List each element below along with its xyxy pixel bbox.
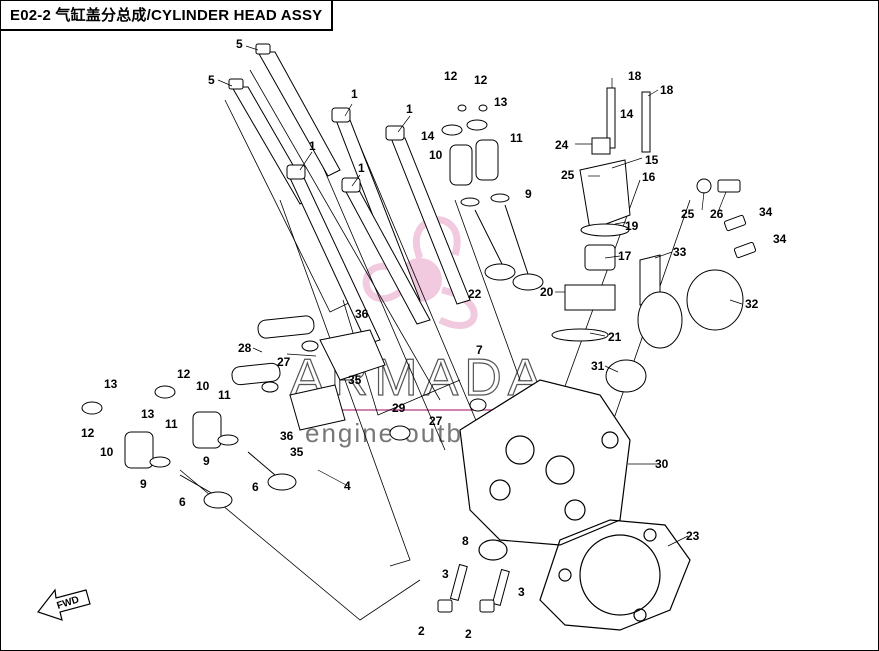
callout-13-c: 13 (141, 407, 155, 421)
callout-13-b: 13 (104, 377, 118, 391)
callout-5-a: 5 (236, 37, 243, 51)
callout-19: 19 (625, 219, 639, 233)
callout-15: 15 (645, 153, 659, 167)
long-bolts (228, 43, 341, 205)
callout-26: 26 (710, 207, 724, 221)
callout-34-a: 34 (759, 205, 773, 219)
callout-30: 30 (655, 457, 669, 471)
callout-10-a: 10 (429, 148, 443, 162)
callout-11-b: 11 (218, 388, 231, 402)
callout-31: 31 (591, 359, 605, 373)
callout-23: 23 (686, 529, 700, 543)
callout-35-a: 35 (348, 373, 362, 387)
callout-1-a: 1 (351, 87, 358, 101)
head-bolts (286, 107, 471, 345)
callout-2-b: 2 (465, 627, 472, 641)
callout-17: 17 (618, 249, 632, 263)
intake-manifold (605, 214, 757, 393)
valve-spring-set-left (81, 385, 297, 509)
callout-12-c: 12 (177, 367, 191, 381)
callout-numbers: 1 1 1 1 2 2 3 3 4 5 5 6 6 7 8 9 9 9 10 1… (81, 37, 787, 641)
callout-27-b: 27 (429, 414, 443, 428)
head-gasket (478, 519, 691, 631)
callout-9-a: 9 (525, 187, 532, 201)
callout-27-a: 27 (277, 355, 291, 369)
callout-5-b: 5 (208, 73, 215, 87)
exhaust-studs (437, 563, 510, 613)
callout-13-a: 13 (494, 95, 508, 109)
callout-14: 14 (620, 107, 634, 121)
callout-1-b: 1 (406, 102, 413, 116)
callout-4: 4 (344, 479, 351, 493)
callout-36-a: 36 (355, 307, 369, 321)
valve-spring-set-top (441, 104, 544, 291)
callout-24: 24 (555, 138, 569, 152)
callout-20: 20 (540, 285, 554, 299)
callout-9-b: 9 (203, 454, 210, 468)
callout-9-c: 9 (140, 477, 147, 491)
callout-32: 32 (745, 297, 759, 311)
callout-35-b: 35 (290, 445, 304, 459)
callout-3-a: 3 (442, 567, 449, 581)
thermostat-housing (551, 87, 741, 342)
callout-16: 16 (642, 170, 656, 184)
callout-18-a: 18 (628, 69, 642, 83)
callout-22: 22 (468, 287, 482, 301)
callout-7: 7 (476, 343, 483, 357)
callout-10-b: 10 (196, 379, 210, 393)
callout-3-b: 3 (518, 585, 525, 599)
callout-11-a: 11 (510, 131, 523, 145)
callout-25-b: 25 (681, 207, 695, 221)
callout-25-a: 25 (561, 168, 575, 182)
callout-18-b: 18 (660, 83, 674, 97)
callout-36-b: 36 (280, 429, 294, 443)
callout-10-c: 10 (100, 445, 114, 459)
callout-13-d: 14 (421, 129, 435, 143)
callout-12-b: 12 (474, 73, 488, 87)
callout-12-a: 12 (444, 69, 458, 83)
callout-6-b: 6 (252, 480, 259, 494)
callout-1-d: 1 (358, 161, 365, 175)
callout-29: 29 (392, 401, 406, 415)
callout-21: 21 (608, 330, 622, 344)
callout-33: 33 (673, 245, 687, 259)
callout-2-a: 2 (418, 624, 425, 638)
callout-labels (217, 45, 743, 547)
fwd-arrow-icon: FWD (37, 588, 91, 621)
callout-6-a: 6 (179, 495, 186, 509)
diagram-title: E02-2 气缸盖分总成/CYLINDER HEAD ASSY (0, 0, 333, 31)
cylinder-head-block (459, 379, 631, 546)
callout-34-b: 34 (773, 232, 787, 246)
callout-1-c: 1 (309, 139, 316, 153)
callout-28: 28 (238, 341, 252, 355)
callout-8: 8 (462, 534, 469, 548)
rocker-arm-assembly (231, 315, 487, 441)
callout-12-d: 12 (81, 426, 95, 440)
callout-11-c: 11 (165, 417, 178, 431)
